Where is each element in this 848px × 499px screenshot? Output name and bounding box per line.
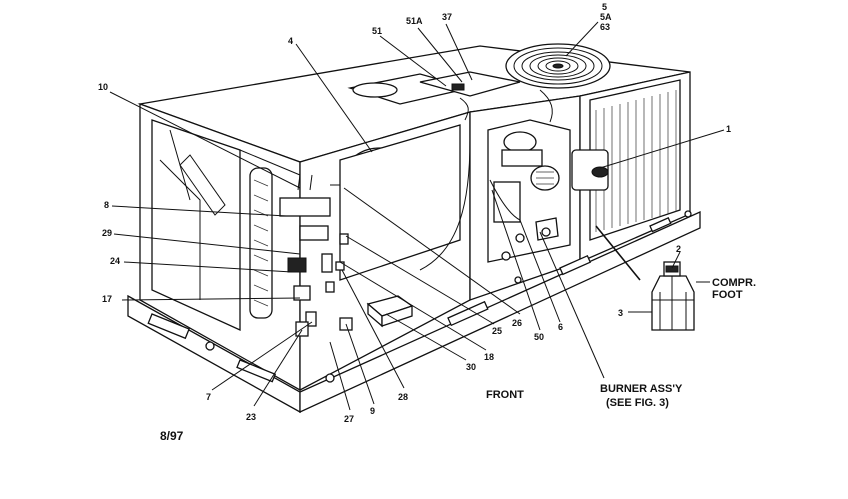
callout-63: 63 bbox=[600, 22, 610, 32]
front-label: FRONT bbox=[486, 389, 524, 401]
compr-label-line2: FOOT bbox=[712, 289, 743, 301]
callout-18: 18 bbox=[484, 352, 494, 362]
callout-50: 50 bbox=[534, 332, 544, 342]
condenser-coil bbox=[571, 79, 681, 241]
callout-2: 2 bbox=[676, 244, 681, 254]
callout-labels: 5 5A 63 37 51A 51 4 10 1 8 29 24 17 2 3 … bbox=[98, 2, 731, 424]
compr-label-line1: COMPR. bbox=[712, 277, 756, 289]
callout-7: 7 bbox=[206, 392, 211, 402]
callout-10: 10 bbox=[98, 82, 108, 92]
callout-51: 51 bbox=[372, 26, 382, 36]
callout-28: 28 bbox=[398, 392, 408, 402]
callout-24: 24 bbox=[110, 256, 120, 266]
callout-8: 8 bbox=[104, 200, 109, 210]
leader-lines bbox=[109, 21, 725, 411]
callout-27: 27 bbox=[344, 414, 354, 424]
date-stamp: 8/97 bbox=[160, 429, 184, 443]
callout-9: 9 bbox=[370, 406, 375, 416]
callout-6: 6 bbox=[558, 322, 563, 332]
callout-17: 17 bbox=[102, 294, 112, 304]
callout-26: 26 bbox=[512, 318, 522, 328]
compressor-foot-detail bbox=[651, 261, 695, 331]
callout-4: 4 bbox=[288, 36, 293, 46]
top-fan-guard bbox=[505, 43, 611, 89]
left-interior bbox=[151, 119, 301, 332]
callout-37: 37 bbox=[442, 12, 452, 22]
callout-29: 29 bbox=[102, 228, 112, 238]
callout-51a: 51A bbox=[406, 16, 423, 26]
burner-label-line1: BURNER ASS'Y bbox=[600, 383, 683, 395]
text-labels: FRONT BURNER ASS'Y (SEE FIG. 3) COMPR. F… bbox=[160, 277, 756, 443]
control-compartment bbox=[279, 124, 471, 337]
callout-5: 5 bbox=[602, 2, 607, 12]
callout-5a: 5A bbox=[600, 12, 612, 22]
callout-1: 1 bbox=[726, 124, 731, 134]
burner-label-line2: (SEE FIG. 3) bbox=[606, 397, 669, 409]
callout-23: 23 bbox=[246, 412, 256, 422]
callout-25: 25 bbox=[492, 326, 502, 336]
right-compartment bbox=[487, 119, 571, 263]
callout-30: 30 bbox=[466, 362, 476, 372]
callout-3: 3 bbox=[618, 308, 623, 318]
